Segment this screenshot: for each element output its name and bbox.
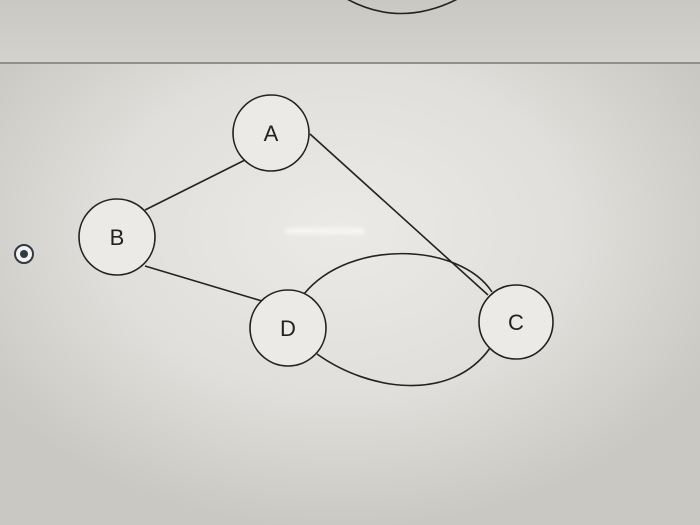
node-a-label: A	[264, 121, 279, 146]
radio-selected-dot	[20, 250, 28, 258]
option-divider	[0, 62, 700, 64]
previous-option-graph-fragment	[347, 0, 458, 15]
node-b: B	[78, 198, 156, 276]
previous-option-panel	[0, 0, 700, 62]
screen-glare	[285, 228, 365, 234]
node-c-circle	[478, 284, 554, 360]
edge-a-c	[309, 133, 489, 296]
node-c: C	[478, 284, 554, 360]
edge-d-c-upper	[303, 252, 493, 295]
node-c-label: C	[508, 310, 524, 335]
node-d-circle	[249, 289, 327, 367]
option-radio-button[interactable]	[14, 244, 34, 264]
node-a-circle	[232, 94, 310, 172]
edge-b-d	[144, 265, 263, 302]
node-b-circle	[78, 198, 156, 276]
node-b-label: B	[110, 225, 125, 250]
partial-node-outline	[347, 0, 458, 15]
node-a: A	[232, 94, 310, 172]
node-d-label: D	[280, 316, 296, 341]
node-d: D	[249, 289, 327, 367]
edge-a-b	[144, 159, 246, 211]
edge-d-c-lower	[316, 347, 491, 387]
